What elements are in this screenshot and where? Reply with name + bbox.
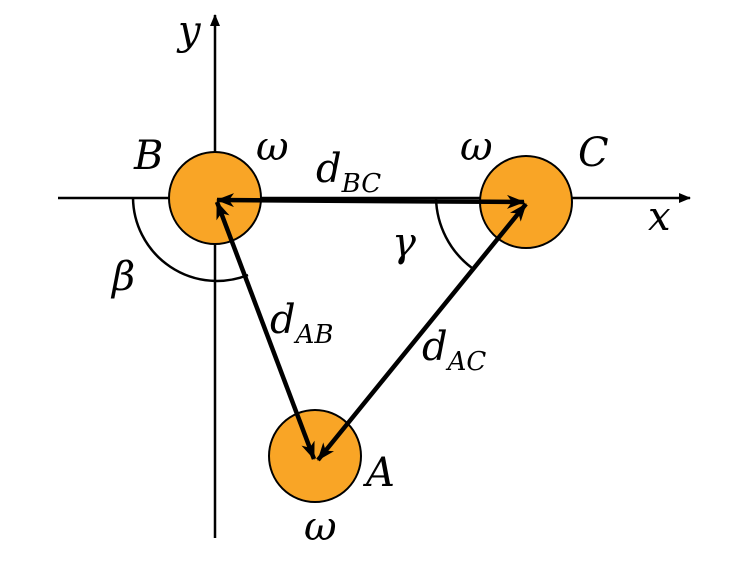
distance-ac-label: dAC xyxy=(422,324,486,377)
omega-a-label: ω xyxy=(304,504,337,550)
particle-c-label: C xyxy=(578,130,609,176)
particle-b-label: B xyxy=(133,133,163,179)
gamma-angle-arc xyxy=(434,197,473,269)
y-axis-label: y xyxy=(176,8,202,54)
x-axis-label: x xyxy=(648,194,671,240)
distance-ab-label: dAB xyxy=(270,297,334,350)
vector-d-ac xyxy=(316,202,528,462)
particle-a-label: A xyxy=(362,450,395,496)
vector-d-ab xyxy=(214,201,317,460)
beta-label: β xyxy=(110,254,135,300)
gamma-label: γ xyxy=(392,220,416,266)
omega-c-label: ω xyxy=(460,124,493,170)
vector-d-bc xyxy=(216,193,525,209)
omega-b-label: ω xyxy=(256,124,289,170)
distance-bc-label: dBC xyxy=(316,146,381,199)
